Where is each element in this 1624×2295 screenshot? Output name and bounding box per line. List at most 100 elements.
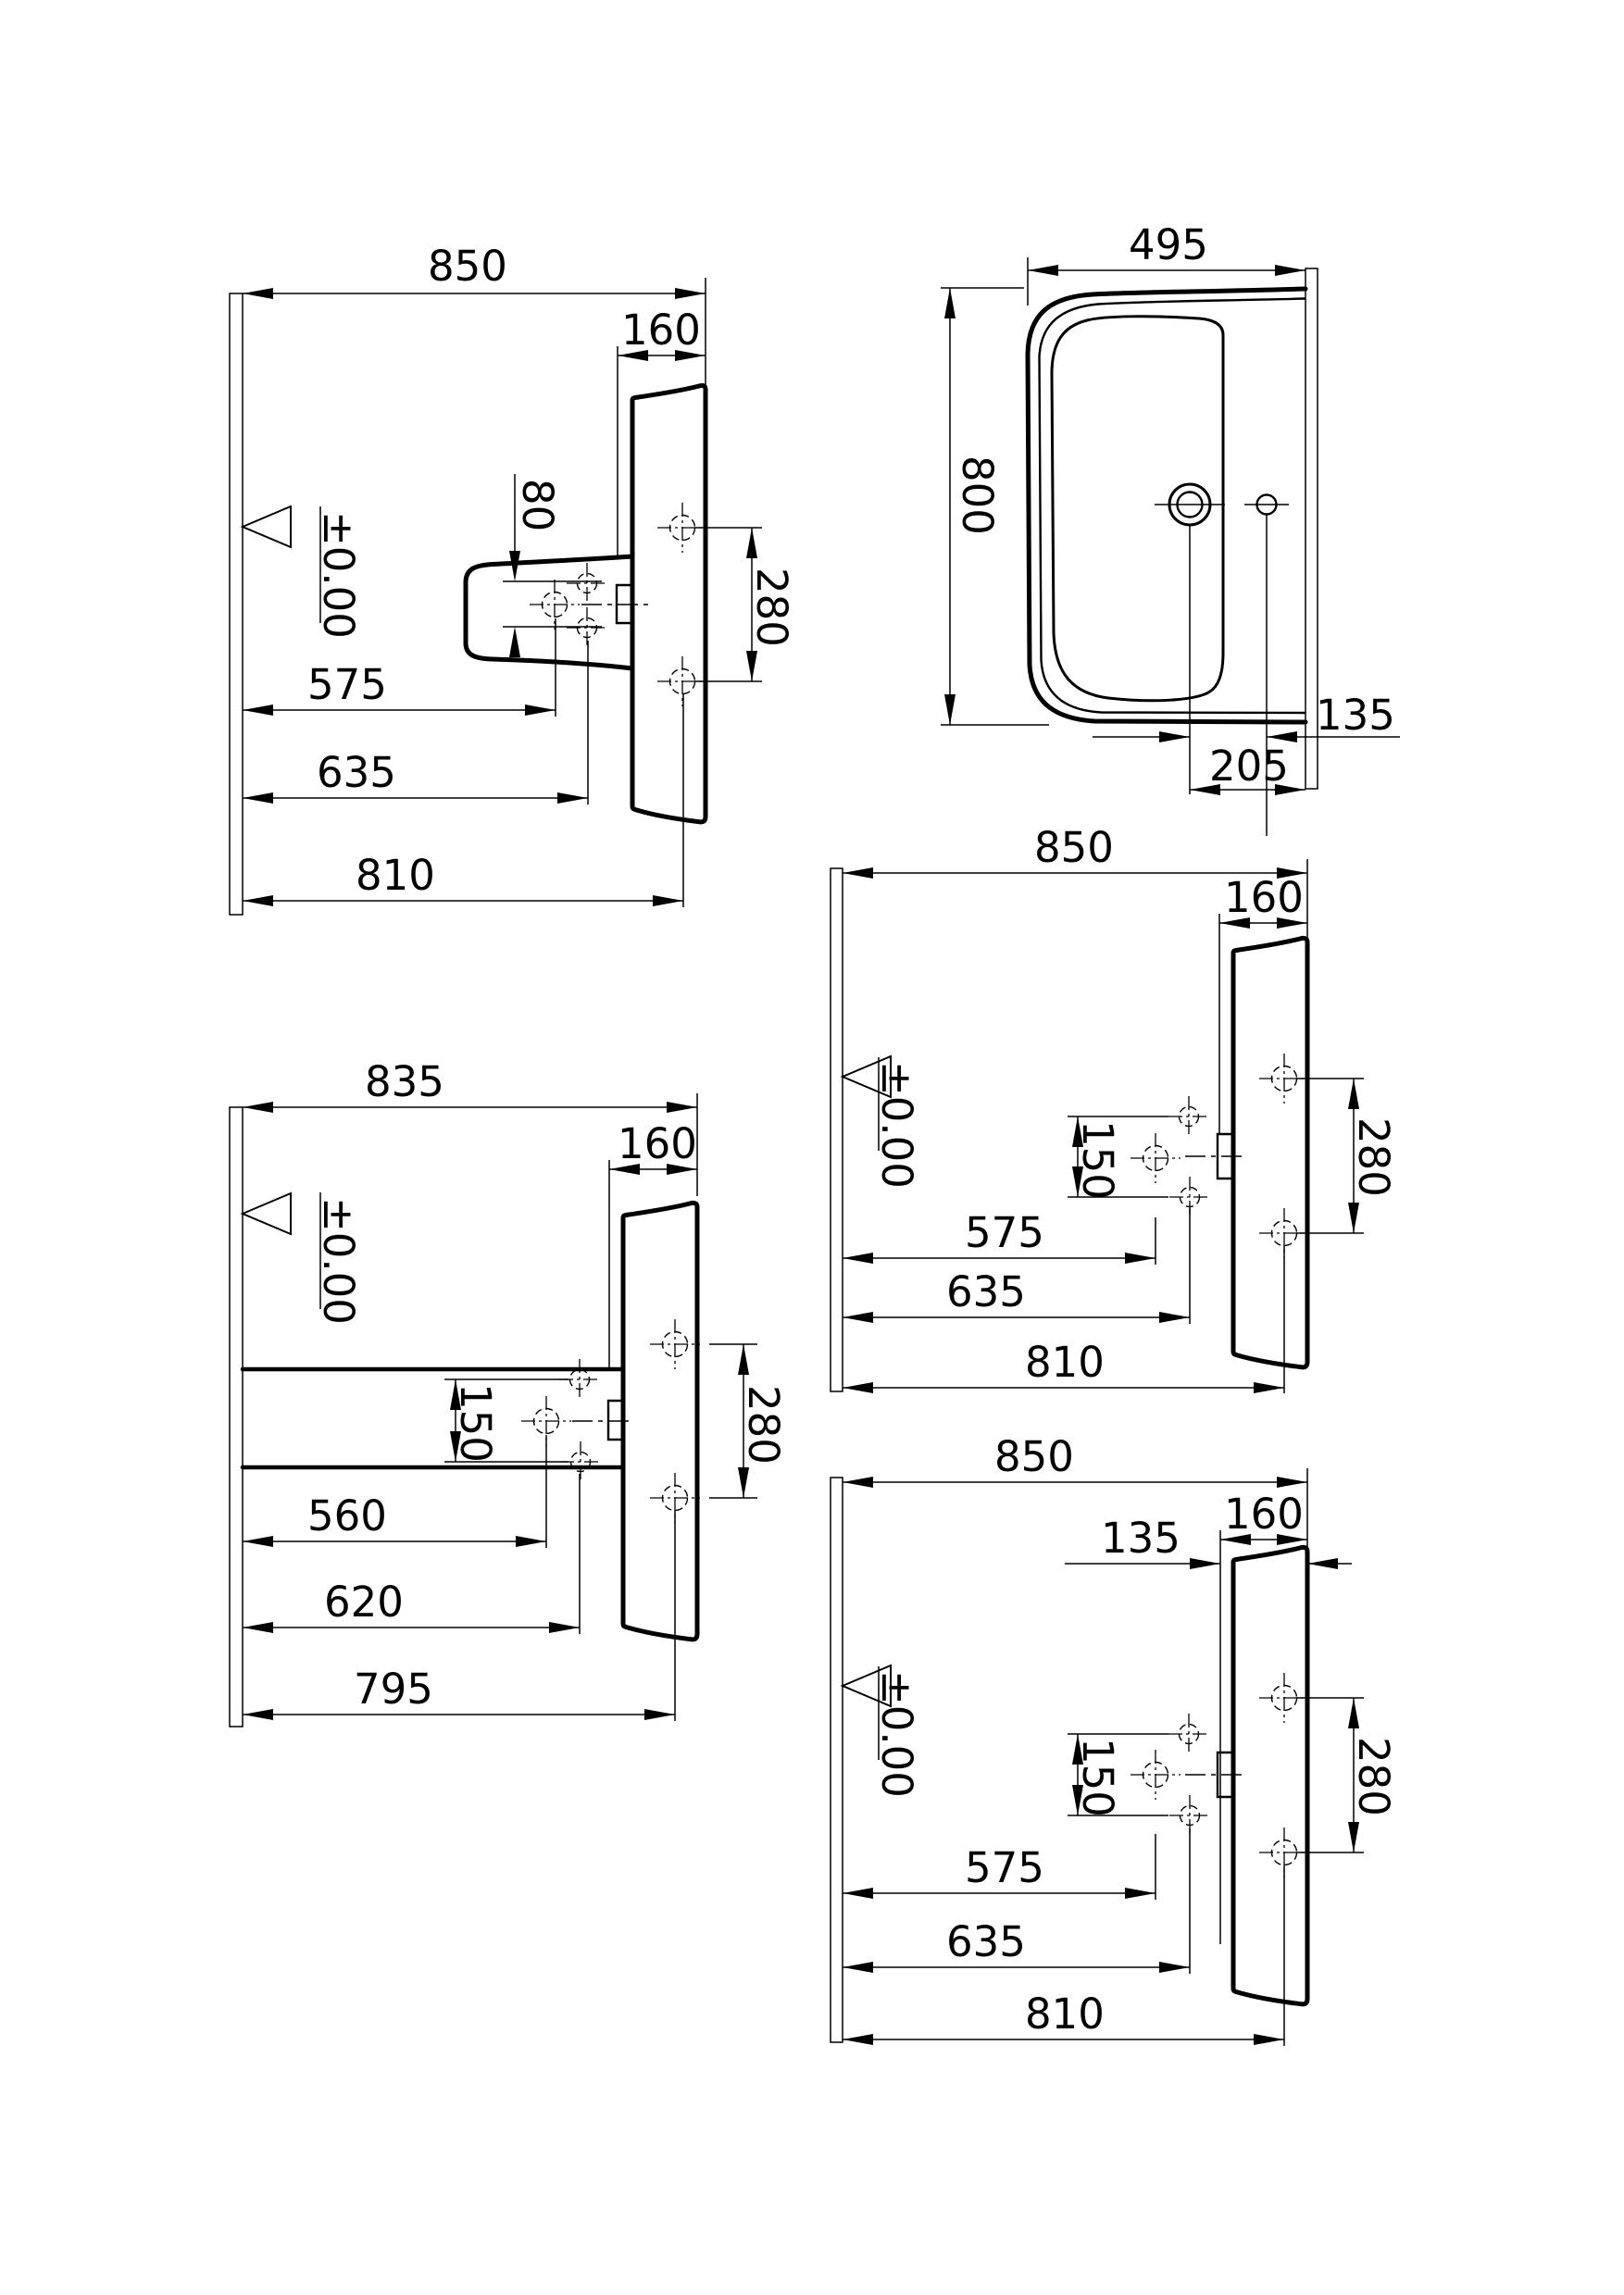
basin-outline — [1025, 286, 1308, 725]
dim-label: 160 — [618, 1119, 697, 1168]
dim-label: 635 — [946, 1267, 1026, 1316]
dim-label: 150 — [1073, 1120, 1122, 1200]
dim-label: 850 — [994, 1432, 1074, 1481]
dim-label: 800 — [953, 455, 1002, 535]
level-marker: ±0.00 — [842, 1055, 921, 1189]
basin-profile — [630, 382, 708, 825]
dim-575: 575 — [843, 1834, 1156, 1900]
level-marker: ±0.00 — [242, 1192, 363, 1325]
wall-section — [229, 293, 244, 916]
dim-560: 560 — [243, 1435, 547, 1548]
level-label: ±0.00 — [872, 1670, 921, 1798]
view-top: 495 800 135 205 — [941, 220, 1400, 836]
dim-gap-150: 150 — [444, 1378, 568, 1463]
dim-depth-160: 160 — [617, 306, 706, 556]
dim-tap-135: 135 — [1065, 1514, 1352, 1569]
dim-bracket-holes-80: 80 — [503, 474, 602, 657]
dim-label: 835 — [365, 1057, 444, 1106]
dim-575: 575 — [843, 1208, 1156, 1265]
dim-label: 495 — [1129, 220, 1208, 269]
dim-label: 280 — [1349, 1737, 1398, 1816]
dim-label: 135 — [1316, 691, 1395, 740]
dim-810: 810 — [843, 1865, 1285, 2046]
dim-label: 160 — [1224, 1490, 1304, 1539]
dim-depth-800: 800 — [941, 287, 1049, 726]
level-marker: ±0.00 — [842, 1665, 921, 1798]
dim-width-495: 495 — [1027, 220, 1305, 306]
basin-profile — [1230, 935, 1310, 1370]
dim-label: 135 — [1101, 1514, 1181, 1563]
dim-label: 560 — [307, 1491, 387, 1540]
dim-635: 635 — [243, 641, 589, 804]
dim-label: 575 — [965, 1843, 1044, 1892]
dim-label: 635 — [317, 748, 396, 797]
dim-795: 795 — [243, 1511, 676, 1721]
dim-label: 280 — [1349, 1117, 1398, 1197]
dim-label: 280 — [739, 1385, 788, 1465]
fixing-hole-crosshair — [1168, 1713, 1210, 1755]
fixing-tab — [1216, 1132, 1233, 1180]
dim-tap-135: 135 — [1093, 691, 1400, 742]
dim-depth-160: 160 — [608, 1119, 697, 1369]
dim-575: 575 — [243, 618, 556, 717]
drain-hole — [1155, 482, 1225, 794]
dim-label: 280 — [747, 568, 796, 647]
tap-hole — [1244, 493, 1289, 836]
dim-label: 150 — [1073, 1738, 1122, 1817]
level-marker: ±0.00 — [242, 505, 363, 639]
fixing-hole-crosshair — [566, 606, 608, 649]
dim-overall-850: 850 — [843, 823, 1308, 940]
fixing-hole-crosshair — [566, 562, 608, 605]
wall-section — [1305, 268, 1318, 790]
dim-label: 810 — [1025, 1338, 1105, 1387]
fixing-tab — [1216, 1751, 1233, 1799]
dim-overall-835: 835 — [243, 1057, 698, 1196]
dim-label: 850 — [428, 242, 507, 291]
dim-drain-205: 205 — [1190, 742, 1305, 795]
dim-gap-150: 150 — [1068, 1733, 1168, 1817]
dim-810: 810 — [243, 694, 684, 907]
dim-label: 160 — [621, 306, 701, 355]
supply-crosshair — [529, 579, 581, 630]
dim-810: 810 — [843, 1245, 1285, 1393]
dim-label: 575 — [965, 1208, 1044, 1257]
dim-spacing-280: 280 — [709, 1343, 788, 1499]
supply-crosshair — [1130, 1749, 1181, 1801]
dim-depth-160: 160 — [1218, 873, 1307, 1134]
dim-spacing-280: 280 — [694, 527, 796, 682]
dim-overall-850: 850 — [243, 242, 706, 389]
dim-label: 635 — [946, 1917, 1026, 1966]
wall-section — [830, 1477, 843, 2043]
dim-label: 160 — [1224, 873, 1304, 922]
countertop — [240, 1366, 626, 1470]
view-semi: 850 160 150 280 — [830, 823, 1398, 1393]
level-label: ±0.00 — [314, 511, 363, 639]
level-label: ±0.00 — [314, 1197, 363, 1325]
supply-crosshair — [1130, 1132, 1181, 1184]
dim-635: 635 — [843, 1208, 1191, 1324]
view-counter: 835 160 150 280 — [229, 1057, 788, 1727]
dim-label: 795 — [354, 1665, 433, 1714]
mounting-bracket — [463, 554, 635, 671]
view-tap-position: 850 160 135 150 — [830, 1432, 1398, 2046]
dim-label: 810 — [356, 851, 435, 900]
level-label: ±0.00 — [872, 1061, 921, 1189]
dim-label: 575 — [307, 660, 387, 709]
dim-620: 620 — [243, 1474, 581, 1634]
fixing-tab — [615, 583, 632, 625]
view-wall-hung: 850 160 80 280 — [229, 242, 796, 916]
dim-label: 80 — [513, 479, 562, 531]
basin-profile — [620, 1200, 700, 1642]
dim-label: 810 — [1025, 1989, 1105, 2039]
fixing-hole-crosshair — [1168, 1095, 1210, 1138]
dim-spacing-280: 280 — [1296, 1078, 1398, 1234]
dim-label: 620 — [324, 1578, 404, 1627]
wall-section — [830, 867, 843, 1392]
dim-label: 150 — [451, 1383, 500, 1463]
dim-label: 205 — [1209, 742, 1289, 791]
dim-spacing-280: 280 — [1296, 1697, 1398, 1853]
basin-fixing-crosshair — [649, 1318, 701, 1370]
basin-rim — [1038, 297, 1306, 715]
